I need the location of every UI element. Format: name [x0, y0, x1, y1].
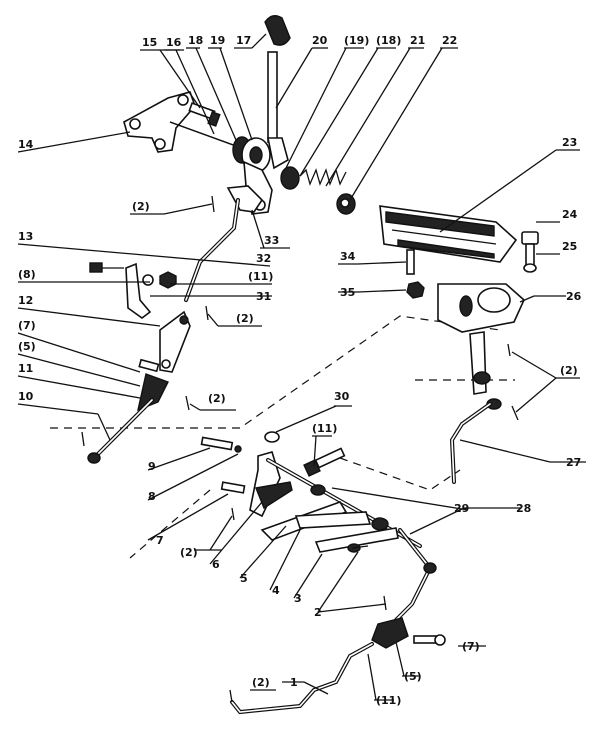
callout-labels: 14 15 16 18 19 17 20 (19) (18) 21 22 23 …: [18, 34, 582, 707]
spring-assembly-21-22: [280, 166, 356, 215]
callout-14: 14: [18, 138, 34, 151]
callout-10: 10: [18, 390, 34, 403]
callout-1: 1: [290, 676, 298, 689]
callout-8-b: 8: [148, 490, 156, 503]
callout-16: 16: [166, 36, 182, 49]
callout-17: 17: [236, 34, 251, 47]
callout-11-d: (11): [376, 694, 401, 707]
callout-4: 4: [272, 584, 280, 597]
callout-2-g: 2: [314, 606, 322, 619]
pin-part-9: [200, 436, 242, 453]
callout-20: 20: [312, 34, 328, 47]
callout-21: 21: [410, 34, 425, 47]
callout-7-c: (7): [462, 640, 480, 653]
lever-part-4: [294, 511, 372, 529]
callout-8-a: (8): [18, 268, 36, 281]
bracket-part-26: [437, 283, 525, 410]
callout-22: 22: [442, 34, 457, 47]
pin-part-7-lower: [413, 634, 446, 646]
callout-15: 15: [142, 36, 157, 49]
callout-27: 27: [566, 456, 581, 469]
bracket-part-14: [123, 91, 196, 153]
callout-23: 23: [562, 136, 577, 149]
leader-lines: [17, 33, 586, 701]
callout-2-e: (2): [252, 676, 270, 689]
callout-5-a: (5): [18, 340, 36, 353]
callout-24: 24: [562, 208, 578, 221]
callout-33: 33: [264, 234, 279, 247]
callout-26: 26: [566, 290, 582, 303]
bolt-part-15: [188, 102, 221, 127]
callout-35: 35: [340, 286, 355, 299]
nut-part-35: [406, 281, 425, 299]
callout-11-c: (11): [312, 422, 337, 435]
callout-28: 28: [516, 502, 531, 515]
arm-part-28: [394, 528, 437, 622]
bolt-part-34: [406, 249, 415, 275]
callout-18: 18: [188, 34, 203, 47]
pin-part-7: [220, 481, 246, 494]
callout-19b: (19): [344, 34, 369, 47]
dashed-reference-outline: [50, 315, 515, 559]
rod-part-13: [184, 198, 240, 302]
callout-2-b: (2): [236, 312, 254, 325]
callout-3: 3: [294, 592, 302, 605]
rod-part-10: [87, 398, 154, 464]
clevis-part-11: [137, 358, 169, 412]
callout-7-a: (7): [18, 319, 36, 332]
callout-6: 6: [212, 558, 220, 571]
callout-2-f: (2): [560, 364, 578, 377]
gate-plate-part-23: [379, 205, 518, 263]
callout-32: 32: [256, 252, 271, 265]
callout-11-b: (11): [248, 270, 273, 283]
washer-part-30: [264, 431, 280, 443]
callout-5-b: 5: [240, 572, 248, 585]
callout-13: 13: [18, 230, 33, 243]
callout-34: 34: [340, 250, 356, 263]
clevis-part-5-lower: [371, 617, 409, 649]
callout-2-d: (2): [180, 546, 198, 559]
callout-18b: (18): [376, 34, 401, 47]
link-part-3: [314, 527, 399, 553]
rod-part-27: [449, 402, 492, 484]
callout-29: 29: [454, 502, 469, 515]
callout-12: 12: [18, 294, 33, 307]
knob-part-17: [264, 15, 291, 46]
callout-11-a: 11: [18, 362, 33, 375]
bolt-part-24: [521, 231, 539, 267]
callout-5-c: (5): [404, 670, 422, 683]
shaft-part-16: [169, 121, 237, 147]
rod-part-1: [230, 642, 374, 715]
lever-part-20: [267, 51, 289, 170]
bracket-part-31: [89, 262, 177, 319]
lever-part-6: [249, 451, 293, 518]
callout-2-a: (2): [132, 200, 150, 213]
callout-9: 9: [148, 460, 156, 473]
lever-part-12: [159, 310, 191, 373]
callout-7-b: 7: [156, 534, 164, 547]
callout-31: 31: [256, 290, 271, 303]
bolt-part-11-lower: [303, 447, 346, 477]
split-pins: [81, 195, 519, 703]
callout-2-c: (2): [208, 392, 226, 405]
callout-25: 25: [562, 240, 577, 253]
callout-30: 30: [334, 390, 350, 403]
callout-19: 19: [210, 34, 225, 47]
washer-part-25: [523, 263, 537, 273]
